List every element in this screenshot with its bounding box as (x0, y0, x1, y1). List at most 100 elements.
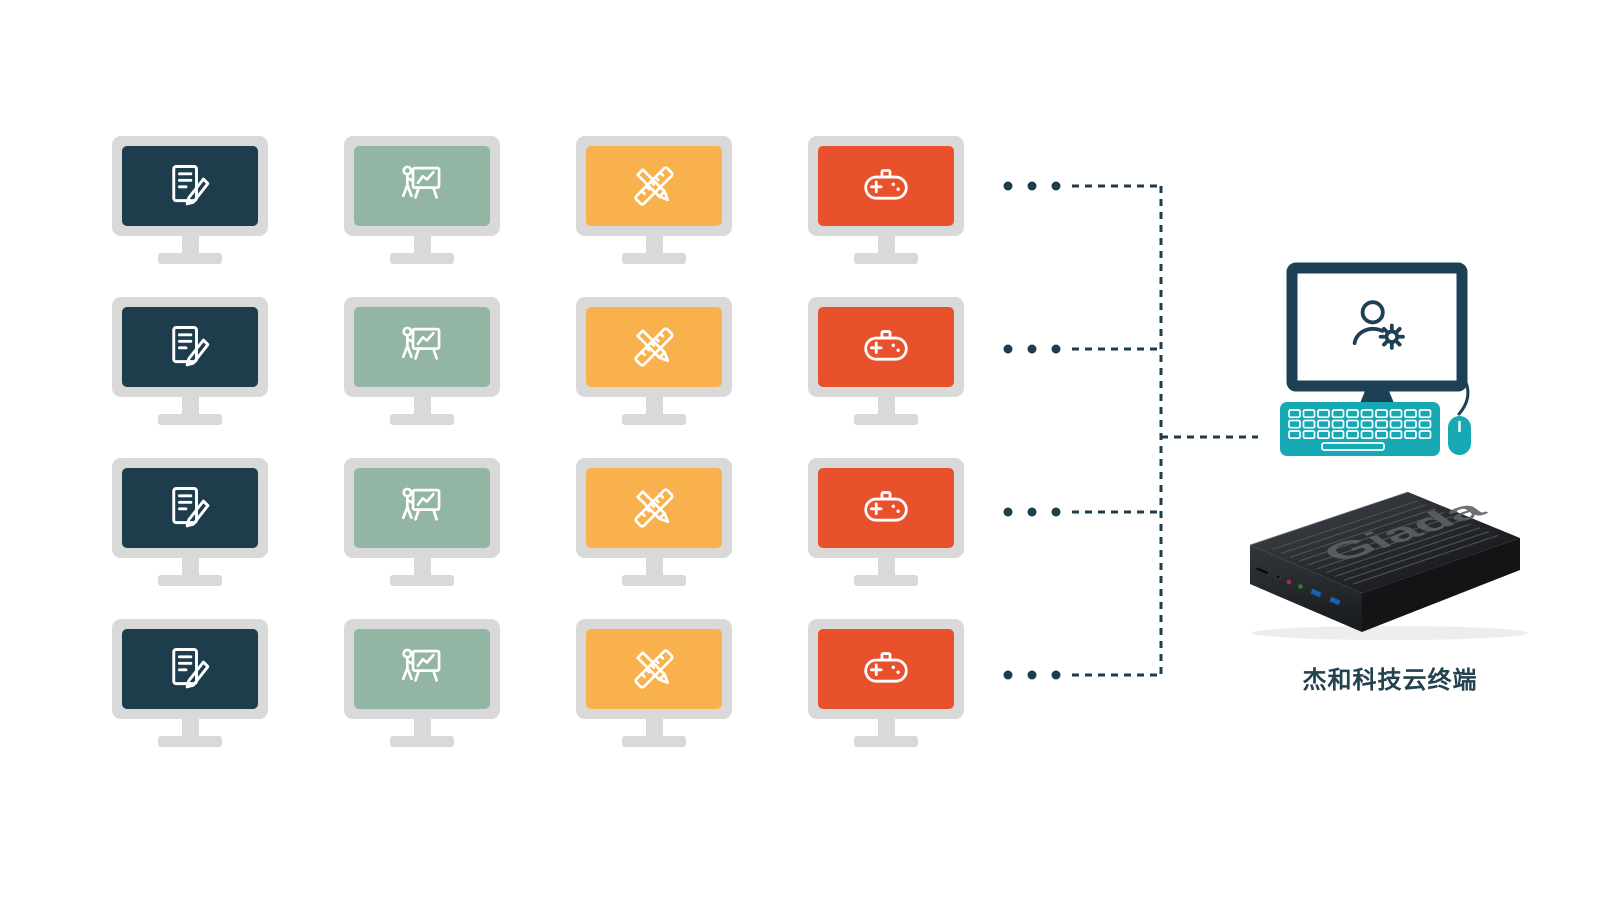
monitor-bezel (112, 136, 268, 236)
monitor-screen (122, 146, 258, 226)
monitor-bezel (808, 619, 964, 719)
client-monitor-presentation (344, 297, 500, 425)
monitor-screen (586, 468, 722, 548)
terminal-label: 杰和科技云终端 (1302, 667, 1478, 694)
monitor-stand-neck (181, 236, 199, 253)
monitor-stand-neck (877, 719, 895, 736)
monitor-screen (354, 146, 490, 226)
monitor-screen (818, 629, 954, 709)
client-monitor-design (576, 297, 732, 425)
monitor-stand-base (854, 736, 918, 747)
client-monitor-game (808, 458, 964, 586)
presentation-icon (396, 160, 448, 212)
device-brand-logo: Giada (1307, 497, 1499, 565)
client-monitor-document (112, 297, 268, 425)
monitor-bezel (112, 619, 268, 719)
cloud-terminal-device: Giada (1240, 478, 1540, 640)
presentation-icon (396, 321, 448, 373)
monitor-bezel (808, 136, 964, 236)
document-edit-icon (164, 643, 216, 695)
monitor-screen (586, 146, 722, 226)
monitor-screen (586, 307, 722, 387)
monitor-stand-base (622, 736, 686, 747)
monitor-bezel (576, 458, 732, 558)
monitor-stand-base (158, 736, 222, 747)
monitor-screen (354, 307, 490, 387)
monitor-stand-base (622, 575, 686, 586)
document-edit-icon (164, 482, 216, 534)
client-monitor-game (808, 136, 964, 264)
client-monitor-document (112, 136, 268, 264)
monitor-stand-neck (181, 558, 199, 575)
presentation-icon (396, 482, 448, 534)
client-monitor-design (576, 458, 732, 586)
vent-lines (1272, 501, 1498, 584)
monitor-bezel (808, 458, 964, 558)
monitor-stand-base (854, 253, 918, 264)
gamepad-icon (860, 321, 912, 373)
monitor-stand-neck (413, 236, 431, 253)
monitor-stand-neck (645, 558, 663, 575)
gamepad-icon (860, 643, 912, 695)
monitor-bezel (576, 297, 732, 397)
client-monitor-presentation (344, 619, 500, 747)
front-ports (1256, 567, 1342, 606)
monitor-bezel (344, 458, 500, 558)
monitor-stand-base (390, 575, 454, 586)
design-tools-icon (628, 482, 680, 534)
row-ellipsis-dots (1003, 181, 1061, 680)
dashed-links (1072, 184, 1258, 677)
client-monitor-presentation (344, 136, 500, 264)
mouse-cable (1457, 378, 1470, 416)
monitor-screen (586, 629, 722, 709)
monitor-stand (1358, 391, 1396, 408)
monitor-stand-base (390, 736, 454, 747)
keyboard (1280, 402, 1440, 456)
monitor-screen (122, 629, 258, 709)
monitor-stand-base (158, 414, 222, 425)
monitor-stand-base (1332, 408, 1422, 419)
monitor-stand-base (854, 575, 918, 586)
client-monitor-design (576, 619, 732, 747)
monitor-bezel (344, 619, 500, 719)
monitor-screen (122, 468, 258, 548)
monitor-stand-neck (413, 719, 431, 736)
client-monitor-design (576, 136, 732, 264)
monitor-bezel (576, 619, 732, 719)
client-monitor-game (808, 297, 964, 425)
monitor-bezel (344, 297, 500, 397)
monitor-stand-base (158, 575, 222, 586)
gamepad-icon (860, 160, 912, 212)
monitor-screen (818, 468, 954, 548)
monitor-bezel (112, 297, 268, 397)
device-shadow (1252, 626, 1528, 640)
design-tools-icon (628, 160, 680, 212)
document-edit-icon (164, 321, 216, 373)
monitor-bezel (112, 458, 268, 558)
client-monitor-document (112, 619, 268, 747)
monitor-bezel (576, 136, 732, 236)
monitor-stand-base (390, 253, 454, 264)
monitor-stand-neck (645, 236, 663, 253)
monitor-stand-neck (877, 236, 895, 253)
client-monitor-game (808, 619, 964, 747)
document-edit-icon (164, 160, 216, 212)
client-grid (112, 136, 964, 747)
monitor-stand-base (622, 414, 686, 425)
monitor-stand-base (390, 414, 454, 425)
monitor-stand-neck (645, 397, 663, 414)
monitor-screen (122, 307, 258, 387)
monitor-stand-neck (181, 397, 199, 414)
monitor-stand-base (158, 253, 222, 264)
monitor-stand-neck (413, 558, 431, 575)
presentation-icon (396, 643, 448, 695)
admin-monitor-frame (1286, 262, 1468, 392)
design-tools-icon (628, 321, 680, 373)
device-body (1249, 491, 1520, 632)
monitor-stand-base (622, 253, 686, 264)
monitor-stand-neck (413, 397, 431, 414)
gamepad-icon (860, 482, 912, 534)
monitor-screen (354, 468, 490, 548)
svg-text:Giada: Giada (1307, 497, 1499, 565)
